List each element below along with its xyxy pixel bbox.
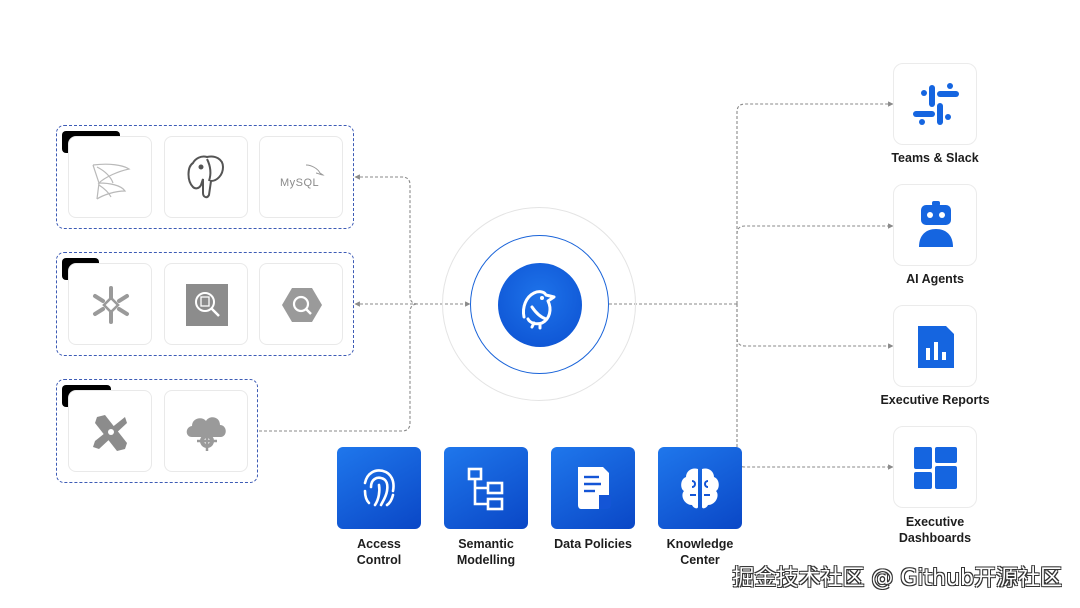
capability-access-control[interactable] (337, 447, 421, 529)
output-ai-agents[interactable] (893, 184, 977, 266)
connector-onprem (354, 174, 419, 305)
mysql-logo-text: MySQL (280, 177, 319, 189)
connector-metadata (259, 303, 419, 432)
capability-label-access-control: Access Control (356, 537, 402, 567)
connector-teams (736, 101, 894, 304)
hub-core[interactable] (498, 263, 582, 347)
bigquery-icon (282, 288, 322, 322)
group-on-premise (56, 125, 354, 229)
connector-reports (736, 304, 894, 349)
watermark: 掘金技术社区 @ Github开源社区 (732, 566, 1062, 591)
source-tile-sql-server[interactable] (68, 136, 152, 218)
output-executive-dashboards[interactable] (893, 426, 977, 508)
robot-icon (919, 201, 953, 247)
brain-icon (681, 468, 719, 509)
capability-knowledge-center[interactable] (658, 447, 742, 529)
source-tile-cloud-gear[interactable] (164, 390, 248, 472)
capability-label-knowledge-center: Knowledge Center (666, 537, 734, 567)
connector-dashboards (736, 304, 894, 470)
hub-inner-ring (470, 235, 609, 374)
mysql-icon: MySQL (280, 164, 325, 189)
postgresql-icon (187, 155, 225, 199)
source-tile-dbt[interactable] (68, 390, 152, 472)
group-cloud (56, 252, 354, 356)
output-label-teams-slack: Teams & Slack (891, 151, 979, 165)
capability-label-semantic-modelling: Semantic Modelling (456, 537, 516, 567)
output-label-executive-dashboards: Executive Dashboards (898, 515, 972, 545)
source-tile-redshift[interactable] (164, 263, 248, 345)
hub-outer-ring (442, 207, 636, 401)
output-teams-slack[interactable] (893, 63, 977, 145)
fingerprint-icon (363, 469, 395, 507)
cloud-gear-icon (186, 417, 226, 451)
capability-semantic-modelling[interactable] (444, 447, 528, 529)
dbt-icon (93, 415, 127, 451)
capability-label-data-policies: Data Policies (554, 537, 632, 551)
output-label-executive-reports: Executive Reports (880, 393, 990, 407)
slack-icon (913, 83, 959, 125)
redshift-icon (186, 284, 228, 326)
connector-ai-agents (736, 223, 894, 235)
sql-server-icon (92, 163, 131, 200)
bird-logo-icon (522, 290, 556, 330)
output-executive-reports[interactable] (893, 305, 977, 387)
snowflake-icon (93, 286, 129, 324)
capability-data-policies[interactable] (551, 447, 635, 529)
group-metadata (56, 379, 258, 483)
hierarchy-icon (467, 467, 504, 511)
source-tile-postgresql[interactable] (164, 136, 248, 218)
bar-chart-report-icon (918, 326, 954, 368)
document-icon (578, 467, 611, 509)
output-label-ai-agents: AI Agents (906, 272, 964, 286)
dashboard-grid-icon (914, 447, 957, 489)
source-tile-bigquery[interactable] (259, 263, 343, 345)
source-tile-snowflake[interactable] (68, 263, 152, 345)
source-tile-mysql[interactable]: MySQL (259, 136, 343, 218)
